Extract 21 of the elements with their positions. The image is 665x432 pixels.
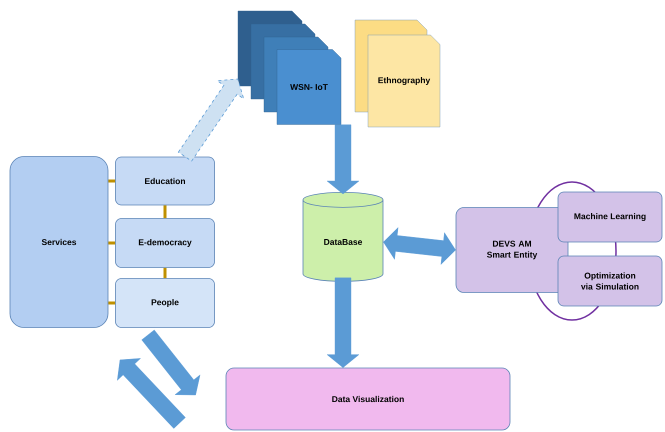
connector-line: [108, 302, 116, 304]
block-arrow: [326, 278, 360, 368]
services-box: Services: [10, 156, 108, 328]
service-box: Education: [115, 156, 215, 206]
block-arrow: [383, 227, 456, 265]
document-sheet: Ethnography: [368, 34, 440, 128]
entity-box: DEVS AM Smart Entity: [456, 207, 568, 293]
service-box: E-democracy: [115, 218, 215, 268]
connector-line: [108, 180, 116, 182]
method-box: Optimization via Simulation: [558, 256, 662, 306]
block-arrow: [142, 330, 200, 396]
connector-line: [164, 205, 166, 218]
visualization-box: Data Visualization: [226, 368, 510, 430]
connector-line: [108, 242, 116, 244]
block-arrow: [326, 124, 360, 194]
document-sheet: WSN- IoT: [276, 49, 342, 125]
method-box: Machine Learning: [558, 192, 662, 242]
service-box: People: [115, 278, 215, 328]
block-arrow: [117, 358, 186, 429]
database-cylinder: DataBase: [302, 192, 384, 282]
connector-line: [164, 268, 166, 278]
